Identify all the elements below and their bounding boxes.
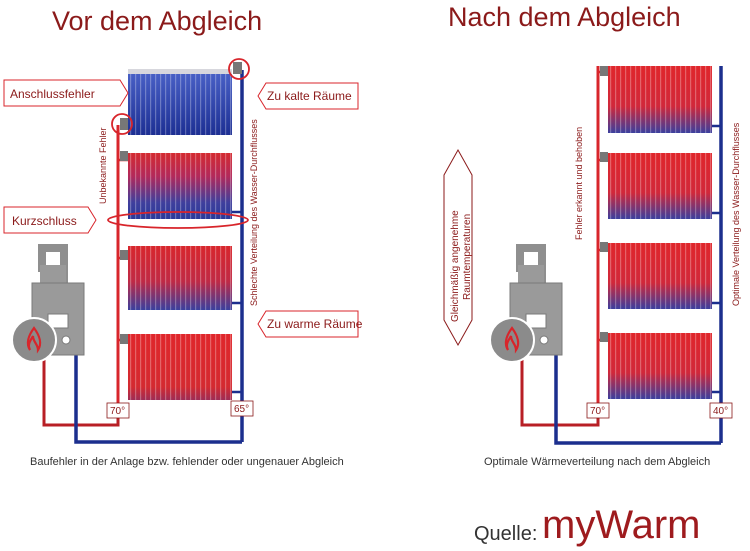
left-temp-return-badge: 65° [230,400,254,417]
right-temp-return: 40° [713,406,728,417]
callout-warm-rooms: Zu warme Räume [257,310,363,338]
banner-line-1: Gleichmäßig angenehme [450,210,461,322]
callout-connection-error: Anschlussfehler [3,79,129,107]
left-caption: Baufehler in der Anlage bzw. fehlender o… [30,456,344,468]
callout-cold-rooms: Zu kalte Räume [257,82,359,110]
source-label: Quelle: [474,523,537,545]
left-temp-supply: 70° [110,406,125,417]
left-radiator-1 [128,69,232,135]
right-caption: Optimale Wärmeverteilung nach dem Abglei… [484,456,710,468]
short-circuit-highlight [107,211,249,229]
left-temp-return: 65° [234,404,249,415]
callout-connection-error-text: Anschlussfehler [10,87,95,101]
callout-warm-rooms-text: Zu warme Räume [267,317,363,331]
right-vertical-flow: Optimale Verteilung des Wasser-Durchflus… [731,122,741,306]
left-vertical-errors: Unbekannte Fehler [98,127,108,204]
left-vertical-flow: Schlechte Verteilung des Wasser-Durchflu… [249,119,259,306]
left-temp-supply-badge: 70° [106,402,130,419]
right-temp-supply-badge: 70° [586,402,610,419]
right-radiator-1 [608,66,712,133]
left-boiler [11,244,85,363]
right-radiator-2 [608,153,712,219]
left-radiator-3 [128,246,232,310]
right-radiator-3 [608,243,712,309]
left-radiator-2 [128,153,232,219]
callout-short-circuit-text: Kurzschluss [12,214,77,228]
right-banner: Gleichmäßig angenehme Raumtemperaturen [443,148,473,347]
brand-logo: myWarm [542,503,700,547]
valve-highlight-top-right [228,58,250,80]
right-temp-supply: 70° [590,406,605,417]
left-valve-icons [120,62,242,344]
right-boiler [489,244,563,363]
banner-line-2: Raumtemperaturen [462,214,473,300]
left-title: Vor dem Abgleich [52,6,262,36]
right-valve-icons [600,66,608,342]
right-title: Nach dem Abgleich [448,2,681,32]
right-vertical-errors: Fehler erkannt und behoben [574,127,584,240]
valve-highlight-left [111,113,133,135]
left-radiator-4 [128,334,232,400]
callout-short-circuit: Kurzschluss [3,206,97,234]
callout-cold-rooms-text: Zu kalte Räume [267,89,352,103]
right-radiator-4 [608,333,712,399]
right-temp-return-badge: 40° [709,402,733,419]
